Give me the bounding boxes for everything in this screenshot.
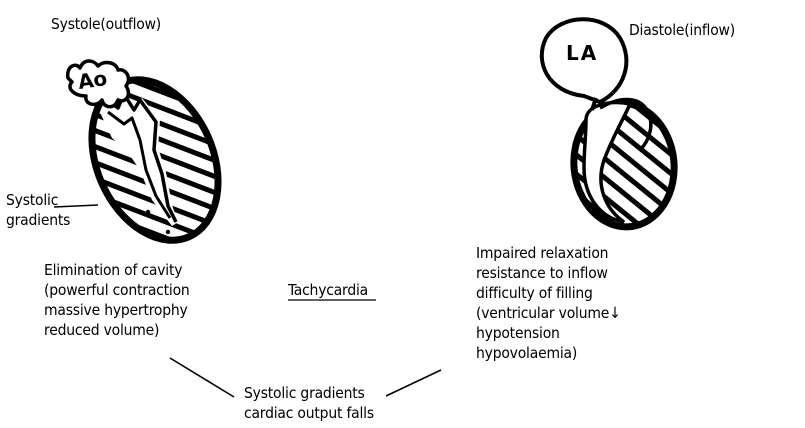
- outcome-text: Systolic gradients cardiac output falls: [244, 383, 374, 423]
- diastole-notes: Impaired relaxation resistance to inflow…: [476, 243, 621, 363]
- systole-heading: Systole(outflow): [51, 14, 161, 34]
- systole-notes: Elimination of cavity (powerful contract…: [44, 260, 190, 340]
- diastole-heading: Diastole(inflow): [629, 20, 735, 40]
- systolic-gradients-label: Systolic gradients: [6, 190, 70, 230]
- left-connector-line: [170, 358, 234, 397]
- diastolic-heart-drawing: [542, 19, 680, 232]
- aorta-label: Ao: [77, 68, 108, 92]
- left-atrium-label: LA: [566, 43, 598, 63]
- right-connector-line: [386, 370, 441, 396]
- tachycardia-label: Tachycardia: [288, 280, 368, 300]
